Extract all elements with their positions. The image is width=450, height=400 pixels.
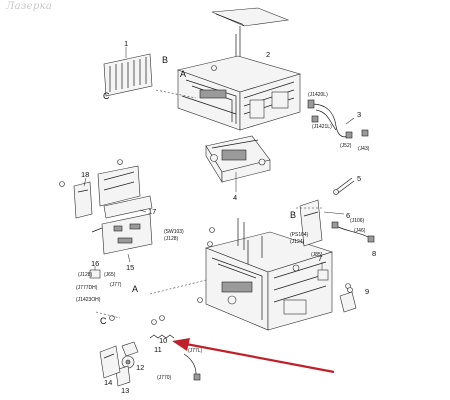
callout-12: 12 [136,363,144,372]
part-1-side-bracket [103,47,153,97]
label-j1421l: (J1421L) [312,124,332,130]
callout-15: 15 [126,263,134,272]
label-j106: (J106) [350,218,365,224]
label-j124: (J124) [290,239,305,245]
label-j85: (J85) [311,252,323,258]
view-letter-a-top: A [180,69,186,79]
callout-2: 2 [266,50,270,59]
callout-5: 5 [357,174,361,183]
watermark: Лазерка [6,1,53,12]
view-letter-b-right: B [290,210,296,220]
part-12-gear [121,355,135,369]
label-j1423oh: (J1423OH) [76,297,101,303]
label-j52: (J52) [340,143,352,149]
part-6-right-bracket [299,199,345,247]
part-16-connector [89,266,101,279]
callout-11: 11 [154,345,162,354]
callout-1: 1 [124,39,128,48]
callout-16: 16 [91,259,99,268]
view-letter-c-left: C [103,91,110,101]
part-15-circuit-board [91,213,153,263]
main-chassis [205,218,333,331]
callout-18: 18 [81,170,89,179]
part-8-cable [331,221,375,243]
label-sw103: (SW103) [164,229,184,235]
part-3-cable-assembly [307,99,369,139]
view-letter-a-bottom: A [132,284,138,294]
label-j77l: (J77L) [188,348,203,354]
part-7-sensor [317,262,329,281]
callout-13: 13 [121,386,129,395]
part-9-clip [339,283,357,313]
part-10-spring [149,334,175,339]
part-4-drive-assembly [205,135,271,192]
callout-9: 9 [365,287,369,296]
callout-numbers: 1 2 3 4 5 6 7 8 9 10 11 12 13 14 15 16 1… [81,39,376,395]
screws [109,65,353,325]
label-j46: (J46) [354,228,366,234]
view-letter-b-top: B [162,55,168,65]
part-14-holder [99,345,121,379]
label-j770: (J770) [157,375,172,381]
label-ps104: (PS104) [290,232,309,238]
label-j77: (J77) [110,282,122,288]
callout-10: 10 [159,336,167,345]
callout-3: 3 [357,110,361,119]
part-5-pin [333,177,355,195]
callout-4: 4 [233,193,237,202]
part-11-lever [121,341,139,357]
callout-7: 7 [318,254,322,263]
callout-8: 8 [372,249,376,258]
alignment-lines [95,89,322,319]
label-j65: (J65) [104,272,116,278]
callout-14: 14 [104,378,112,387]
view-letters: B A C B A C [100,55,296,326]
red-pointer-arrow [172,338,335,374]
part-17-rear-plate [97,159,153,219]
view-letter-c-bottom: C [100,316,107,326]
label-j128-a: (J128) [164,236,179,242]
callout-17: 17 [148,207,156,216]
part-2-top-frame [176,7,302,131]
callout-6: 6 [346,211,350,220]
part-18-clip [59,177,93,219]
label-j777dh: (J777DH) [76,285,98,291]
label-j43: (J43) [358,146,370,152]
connector-j770-plug [183,353,201,381]
connector-labels: (J1420L) (J1421L) (J52) (J43) (SW103) (J… [76,92,370,381]
label-j1420l: (J1420L) [308,92,328,98]
label-j128-b: (J128) [78,272,93,278]
